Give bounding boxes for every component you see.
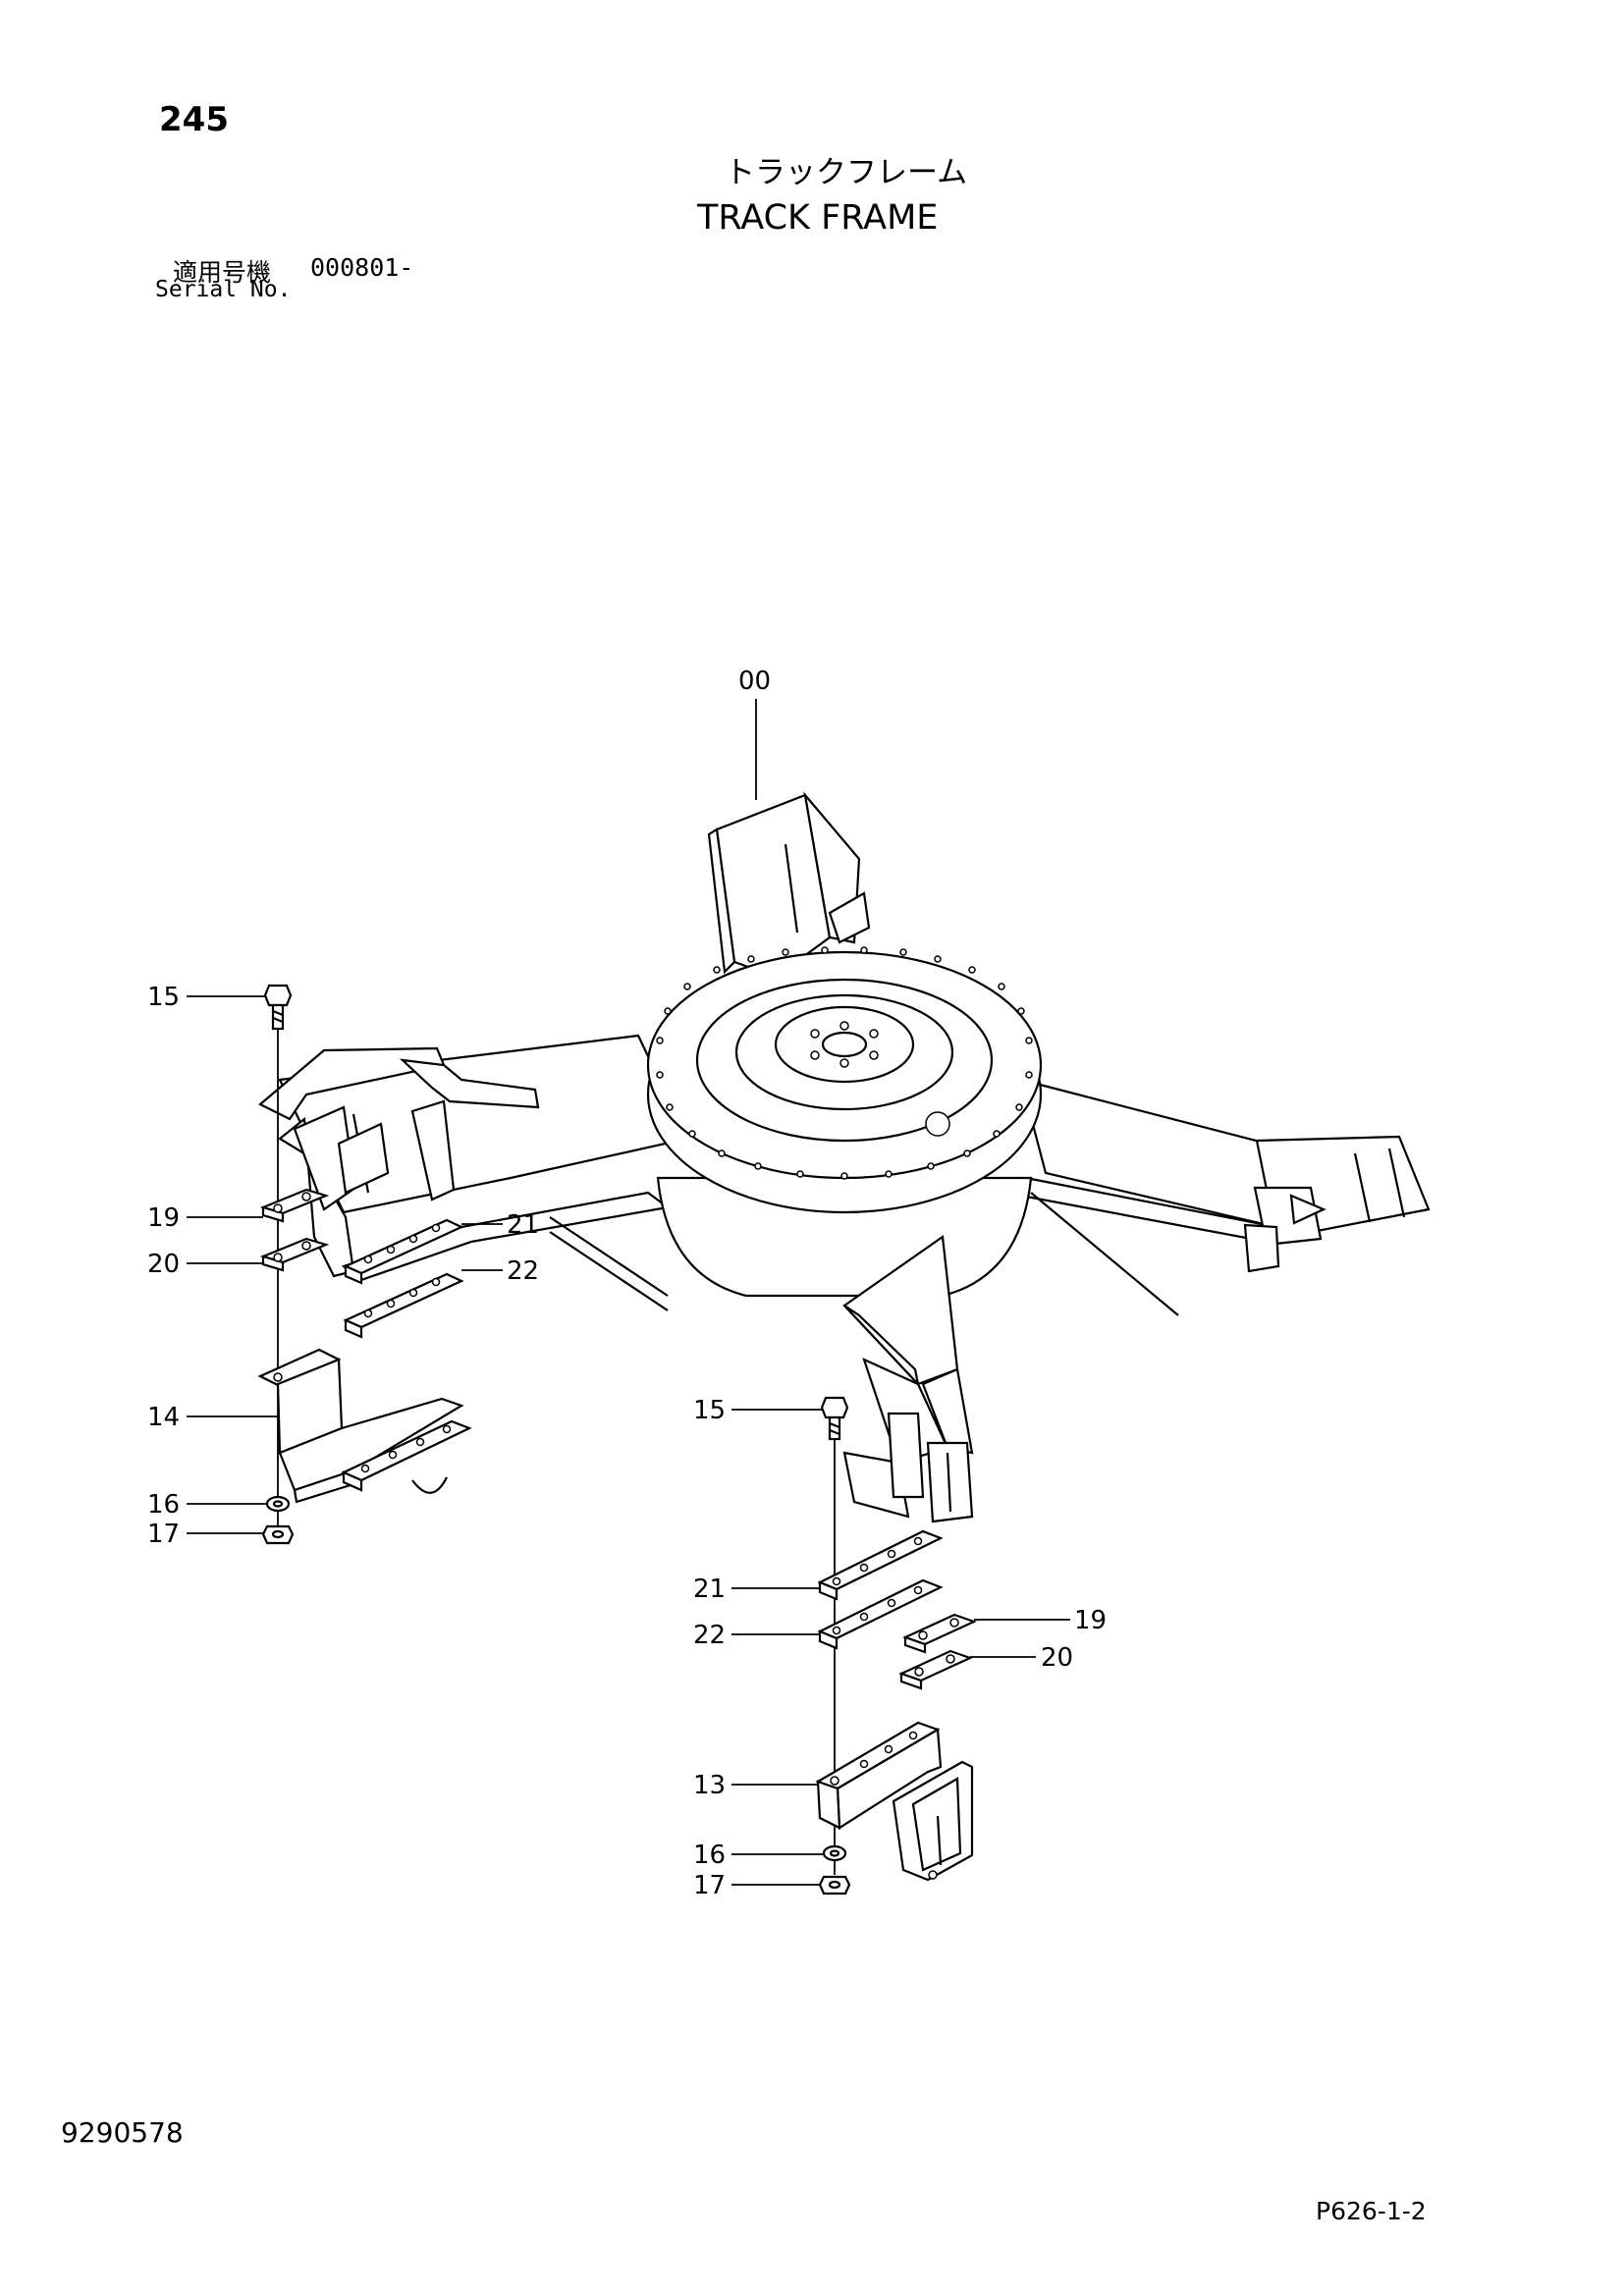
plate-22-right — [817, 1578, 944, 1650]
frame-arm-front — [842, 1235, 974, 1523]
callout-00: 00 — [738, 667, 771, 696]
document-number: 9290578 — [61, 2116, 184, 2149]
plate-21-right — [817, 1529, 944, 1601]
bracket-14 — [257, 1348, 472, 1504]
track-frame-assembly — [258, 791, 1431, 1523]
callout-21-right: 21 — [693, 1575, 726, 1604]
shim-20-left — [259, 1237, 330, 1272]
page-number: 245 — [159, 100, 229, 139]
plate-21-left — [343, 1218, 464, 1285]
left-mounting-hardware — [257, 984, 472, 1545]
frame-arm-rear — [707, 791, 871, 979]
callout-20-right: 20 — [1041, 1643, 1073, 1673]
callout-leaders — [187, 699, 1070, 1886]
frame-arm-left — [258, 1034, 689, 1311]
title-english: TRACK FRAME — [697, 198, 939, 238]
page-reference: P626-1-2 — [1316, 2197, 1427, 2225]
callout-22-left: 22 — [507, 1256, 539, 1286]
shim-20-right — [898, 1649, 973, 1690]
serial-label-english: Serial No. — [155, 277, 292, 302]
frame-arm-right — [1019, 1078, 1431, 1316]
swing-bearing-body — [646, 946, 1043, 1298]
callout-19-right: 19 — [1074, 1606, 1107, 1635]
callout-15-left: 15 — [147, 983, 180, 1012]
nut-17-left — [261, 1524, 295, 1545]
washer-16-right — [822, 1844, 847, 1862]
shim-19-left — [259, 1188, 330, 1223]
callout-15-right: 15 — [693, 1396, 726, 1425]
callout-labels: 00 15 19 20 21 22 14 16 17 15 21 22 19 2… — [147, 667, 1107, 1900]
callout-17-right: 17 — [693, 1871, 726, 1900]
callout-21-left: 21 — [507, 1210, 539, 1240]
nut-17-right — [818, 1875, 851, 1896]
shim-19-right — [902, 1613, 977, 1654]
callout-14: 14 — [147, 1403, 180, 1432]
callout-19-left: 19 — [147, 1203, 180, 1233]
bolt-15-left — [263, 984, 293, 1031]
callout-16-left: 16 — [147, 1490, 180, 1520]
washer-16-left — [265, 1495, 291, 1513]
flange-bolt-holes — [656, 946, 1033, 1180]
callout-17-left: 17 — [147, 1520, 180, 1549]
callout-16-right: 16 — [693, 1841, 726, 1870]
plate-22-left — [343, 1272, 464, 1339]
title-japanese: トラックフレーム — [725, 155, 968, 190]
bracket-13 — [815, 1721, 974, 1882]
callout-20-left: 20 — [147, 1250, 180, 1279]
bolt-15-right — [820, 1396, 849, 1441]
callout-13: 13 — [693, 1771, 726, 1800]
callout-22-right: 22 — [693, 1621, 726, 1650]
serial-range: 000801- — [310, 253, 414, 282]
serial-label-japanese: 適用号機 — [173, 258, 272, 287]
right-mounting-hardware — [815, 1396, 977, 1896]
